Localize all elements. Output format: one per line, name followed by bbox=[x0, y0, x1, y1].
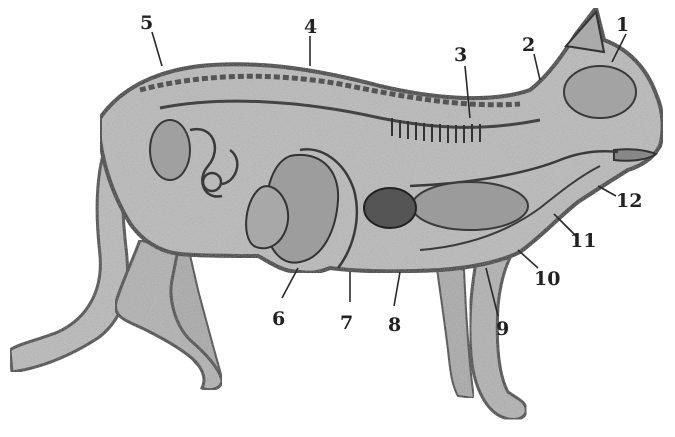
heart bbox=[364, 188, 416, 228]
label-2: 2 bbox=[522, 36, 535, 55]
hind-leg-near bbox=[115, 240, 222, 390]
label-1: 1 bbox=[616, 16, 629, 35]
stomach bbox=[246, 186, 288, 248]
label-7: 7 bbox=[340, 314, 353, 333]
label-10: 10 bbox=[534, 270, 560, 289]
kidney bbox=[150, 120, 190, 180]
leader-5 bbox=[152, 32, 162, 66]
label-11: 11 bbox=[570, 232, 596, 251]
label-3: 3 bbox=[454, 46, 467, 65]
label-9: 9 bbox=[496, 320, 509, 339]
leader-10 bbox=[518, 250, 538, 268]
front-leg-far bbox=[436, 262, 474, 398]
label-6: 6 bbox=[272, 310, 285, 329]
leader-12 bbox=[598, 186, 616, 196]
brain bbox=[564, 66, 636, 118]
label-12: 12 bbox=[616, 192, 642, 211]
label-8: 8 bbox=[388, 316, 401, 335]
lung bbox=[412, 182, 528, 230]
leader-8 bbox=[394, 272, 400, 306]
leader-2 bbox=[534, 54, 540, 80]
label-5: 5 bbox=[140, 14, 153, 33]
label-4: 4 bbox=[304, 18, 317, 37]
